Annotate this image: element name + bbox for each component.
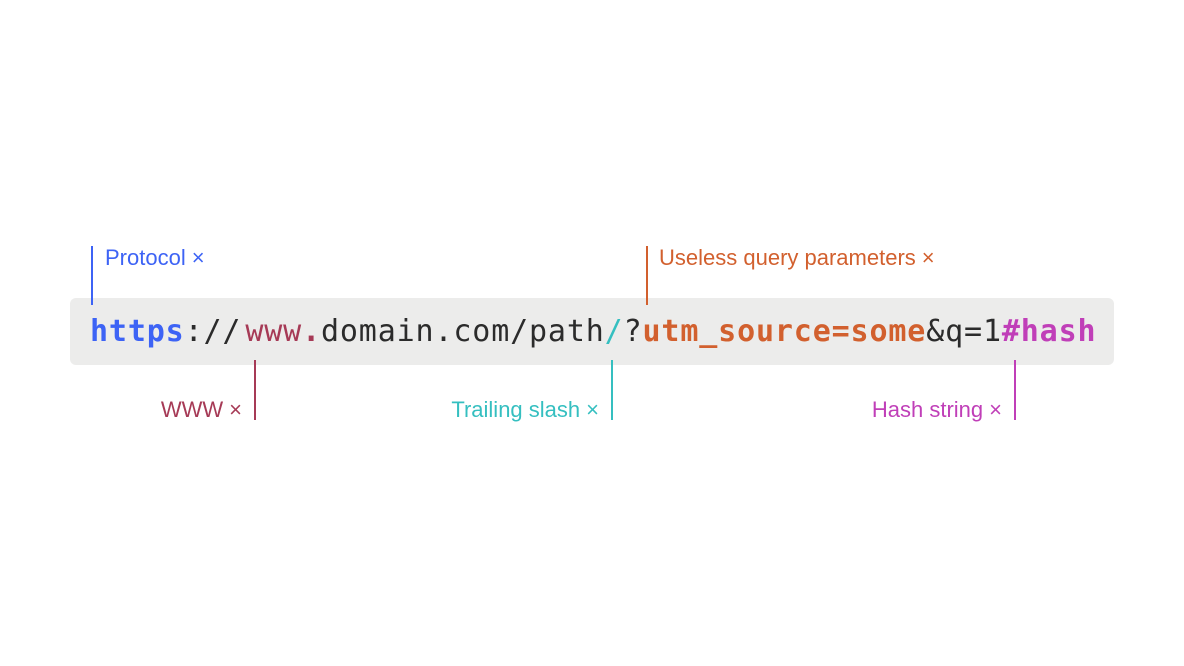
url-www: www xyxy=(245,314,303,349)
hash-pointer-line xyxy=(1014,360,1016,420)
trailing-slash-label: Trailing slash× xyxy=(451,397,599,423)
url-hash: #hash xyxy=(1001,314,1097,349)
www-label: WWW× xyxy=(161,397,242,423)
url-domain-path: domain.com/path xyxy=(320,314,605,349)
url-www-dot: . xyxy=(302,314,321,349)
protocol-label-text: Protocol xyxy=(105,245,186,270)
url-separator: :// xyxy=(184,314,242,349)
remove-hash-icon[interactable]: × xyxy=(989,397,1002,422)
trailing-slash-label-text: Trailing slash xyxy=(451,397,581,422)
remove-protocol-icon[interactable]: × xyxy=(191,245,205,270)
remove-trailing-slash-icon[interactable]: × xyxy=(586,397,599,422)
remove-query-icon[interactable]: × xyxy=(921,245,935,270)
url-question: ? xyxy=(623,314,643,349)
url-query: utm_source=some xyxy=(642,314,927,349)
url-trailing-slash: / xyxy=(604,314,624,349)
url-protocol: https xyxy=(90,314,185,349)
url-bar xyxy=(70,298,1114,365)
remove-www-icon[interactable]: × xyxy=(229,397,242,422)
hash-label: Hash string× xyxy=(872,397,1002,423)
protocol-label: Protocol× xyxy=(105,245,205,271)
www-label-text: WWW xyxy=(160,397,224,422)
url-rest: &q=1 xyxy=(926,314,1002,349)
query-label-text: Useless query parameters xyxy=(659,245,916,270)
www-pointer-line xyxy=(254,360,256,420)
url-text: https://www.domain.com/path/?utm_source=… xyxy=(90,312,1096,352)
protocol-pointer-line xyxy=(91,246,93,305)
query-label: Useless query parameters× xyxy=(659,245,935,271)
trailing-slash-pointer-line xyxy=(611,360,613,420)
hash-label-text: Hash string xyxy=(871,397,984,422)
query-pointer-line xyxy=(646,246,648,305)
